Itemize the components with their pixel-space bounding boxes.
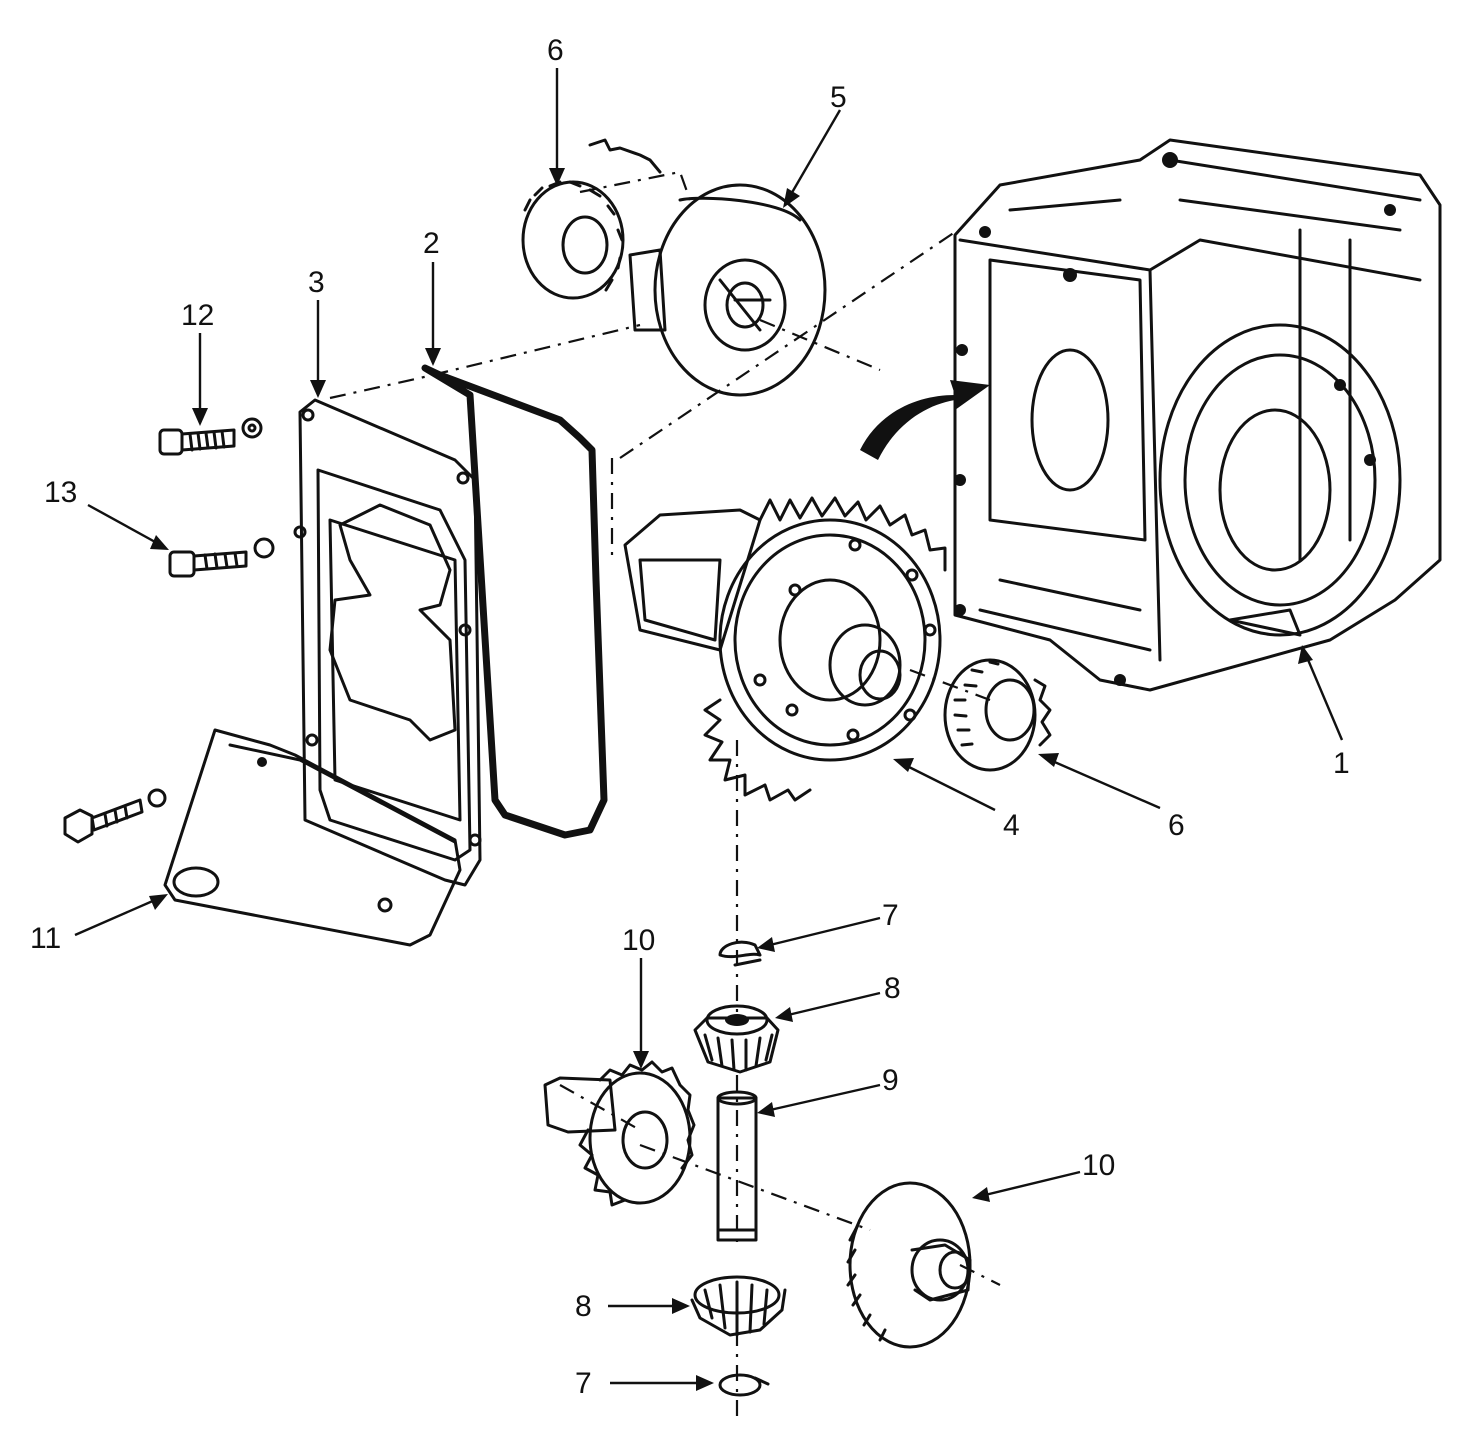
callout-6-right: 6 [1168, 809, 1185, 842]
gasket-part-2 [421, 364, 608, 839]
callout-2: 2 [423, 227, 440, 260]
callout-7-upper: 7 [882, 899, 899, 932]
ring-gear-part-4 [623, 496, 947, 802]
bearing-part-6-top [521, 138, 662, 300]
callout-5: 5 [830, 81, 847, 114]
cover-plate-part-3 [293, 398, 482, 887]
bolt-part-12 [158, 417, 263, 456]
callout-3: 3 [308, 266, 325, 299]
rotation-arrow-icon [860, 380, 990, 460]
pinion-gear-part-8-upper [693, 1004, 780, 1074]
bolt-part-13 [168, 537, 275, 578]
callout-13: 13 [44, 476, 77, 509]
side-gear-part-10-right [846, 1181, 972, 1349]
bolt-lower-bracket [63, 788, 167, 844]
pinion-gear-part-8-lower [690, 1275, 787, 1337]
callout-7-lower: 7 [575, 1367, 592, 1400]
pinion-shaft-part-9 [716, 1090, 758, 1242]
callout-4: 4 [1003, 809, 1020, 842]
bearing-part-6-right [943, 658, 1052, 772]
side-gear-part-10-left [543, 1060, 696, 1207]
callout-1: 1 [1333, 747, 1350, 780]
snap-ring-part-7-upper [718, 940, 762, 967]
callout-6-top: 6 [547, 34, 564, 67]
callout-12: 12 [181, 299, 214, 332]
callout-10-left: 10 [622, 924, 655, 957]
callout-11: 11 [30, 922, 61, 955]
callout-8-lower: 8 [575, 1290, 592, 1323]
callout-leaders [74, 68, 1344, 1391]
snap-ring-part-7-lower [718, 1373, 770, 1397]
callout-10-right: 10 [1082, 1149, 1115, 1182]
bracket-part-11 [163, 728, 462, 947]
housing-part-1 [953, 138, 1442, 692]
hub-part-5 [628, 183, 827, 397]
callout-labels: 1 2 3 4 5 6 6 7 7 8 8 9 10 10 11 12 13 [30, 34, 1350, 1400]
callout-8-upper: 8 [884, 972, 901, 1005]
callout-9: 9 [882, 1064, 899, 1097]
